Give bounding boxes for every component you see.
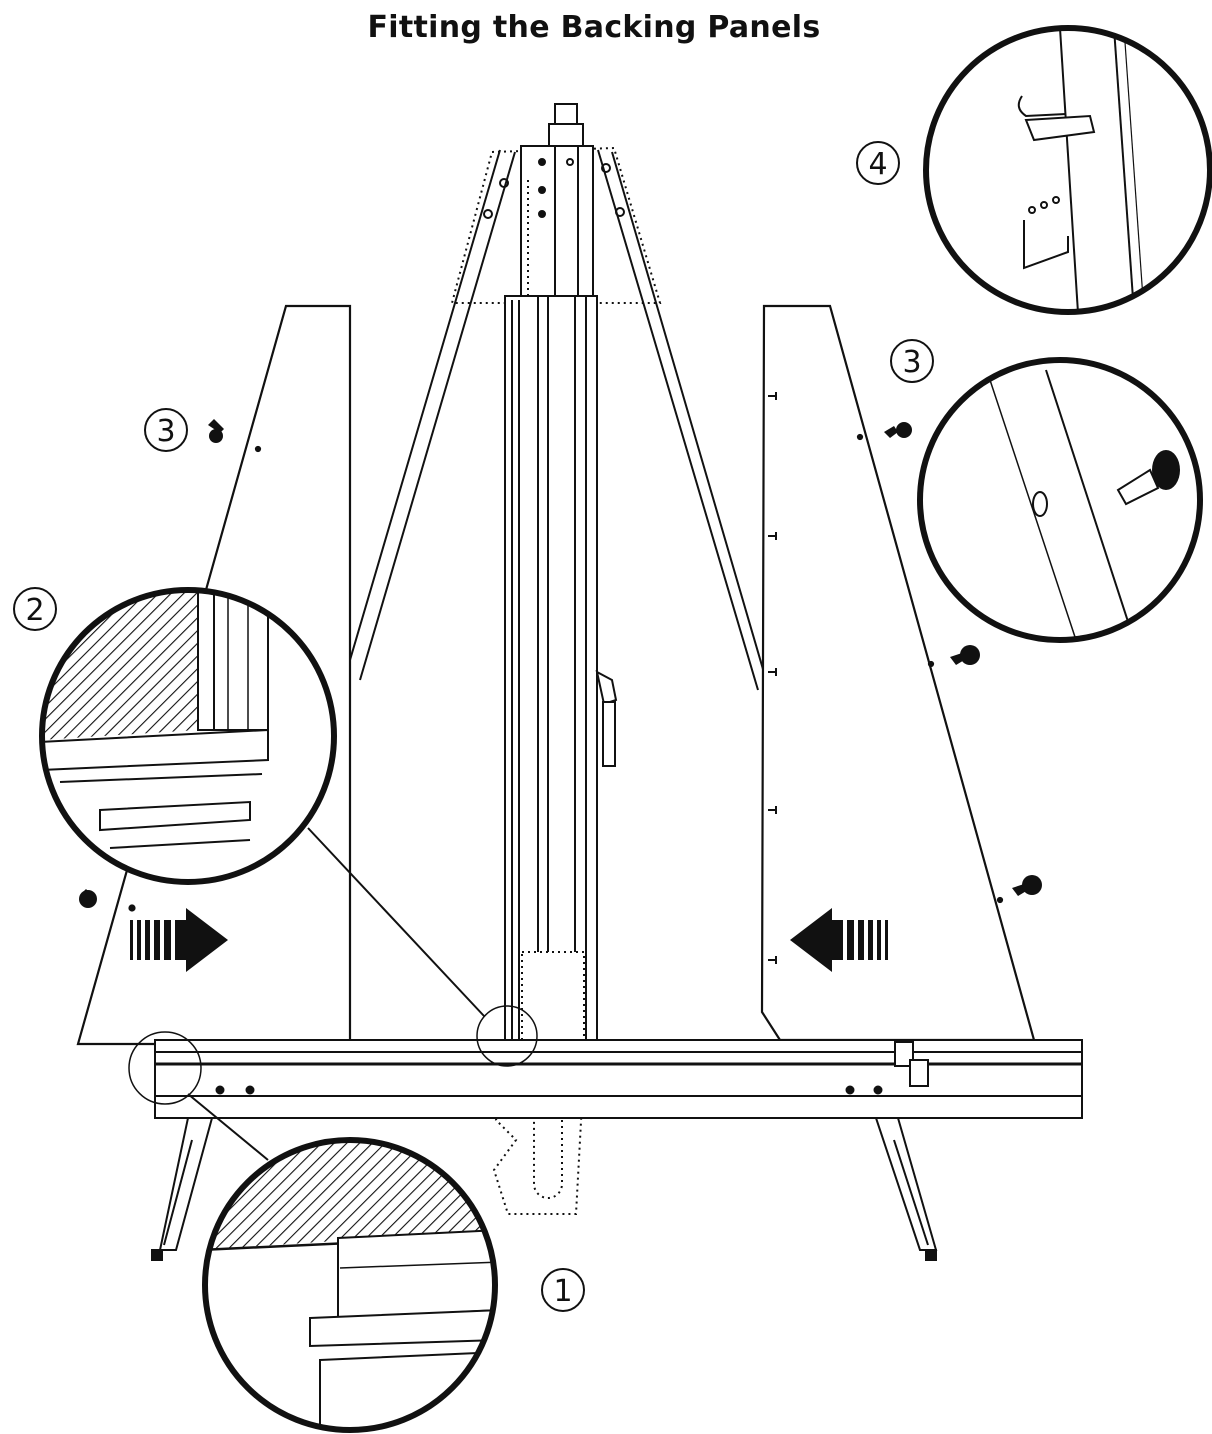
arrow-left-icon [790, 908, 888, 972]
push-pin-icon [950, 645, 980, 665]
detail-leaders [128, 827, 538, 1161]
step-callout-4: 4 [856, 141, 900, 185]
base-rail [154, 1039, 1083, 1119]
push-pin-icon [884, 422, 912, 438]
step-number: 2 [25, 593, 44, 628]
step-number: 3 [156, 414, 175, 449]
easel-legs [151, 1117, 938, 1261]
detail-1-magnifier [202, 1137, 498, 1433]
step-number: 3 [902, 345, 921, 380]
detail-3-magnifier [917, 357, 1203, 643]
push-pin-icon [208, 419, 224, 443]
detail-4-magnifier [923, 25, 1212, 315]
page-title: Fitting the Backing Panels [367, 10, 821, 45]
arrow-right-icon [130, 908, 228, 972]
step-number: 4 [868, 147, 887, 182]
step-callout-1: 1 [541, 1268, 585, 1312]
push-pin-icon [1012, 875, 1042, 896]
push-pin-icon [79, 889, 97, 908]
step-callout-2: 2 [13, 587, 57, 631]
step-callout-3-left: 3 [144, 408, 188, 452]
step-number: 1 [553, 1274, 572, 1309]
step-callout-3-right: 3 [890, 339, 934, 383]
